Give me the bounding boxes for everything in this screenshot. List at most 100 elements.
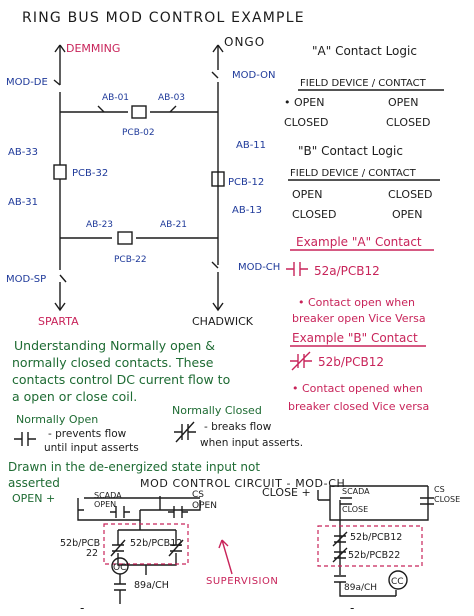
cs-open-label-1: CS [192, 490, 204, 500]
label-chadwick: CHADWICK [192, 315, 254, 328]
cs-close-label-1: CS [434, 485, 445, 494]
cs-open-contact [168, 506, 188, 518]
cs-close-contact [420, 497, 434, 505]
open-label: OPEN + [12, 492, 55, 505]
nc-contact-icon [174, 421, 196, 443]
legend-nc-title: Normally Closed [172, 404, 262, 417]
understanding-line-2: normally closed contacts. These [12, 355, 214, 370]
label-demming: DEMMING [66, 42, 120, 55]
a-row2-contact: CLOSED [386, 116, 430, 129]
label-ongo: ONGO [224, 35, 265, 49]
drawn-note-2: asserted [8, 476, 60, 490]
cs-close-label-2: CLOSE [434, 495, 460, 504]
legend-no-title: Normally Open [16, 413, 98, 426]
b-row2-contact: OPEN [392, 208, 422, 221]
label-mod-sp: MOD-SP [6, 274, 46, 285]
ring-bus-diagram: DEMMING ONGO MOD-DE MOD-ON AB-01 AB-03 P… [6, 35, 280, 328]
breaker-pcb12 [211, 171, 225, 187]
a-row1-device: • OPEN [284, 96, 324, 109]
label-mod-ch: MOD-CH [238, 262, 280, 273]
understanding-line-4: a open or close coil. [12, 389, 137, 404]
circuit-title: MOD CONTROL CIRCUIT - MOD-CH [140, 477, 345, 490]
example-b-note-1: • Contact opened when [292, 382, 423, 395]
supervision-label: SUPERVISION [206, 576, 278, 587]
label-mod-de: MOD-DE [6, 77, 48, 88]
b52-r2-label: 52b/PCB22 [348, 550, 400, 561]
arrow-up-icon [54, 44, 66, 53]
legend-no-desc-1: - prevents flow [48, 428, 127, 440]
breaker-pcb22 [117, 231, 133, 245]
b52-pcb12-r-contact [332, 531, 348, 547]
example-a-note-1: • Contact open when [298, 296, 415, 309]
page-title: RING BUS MOD CONTROL EXAMPLE [22, 10, 305, 26]
b52-pcb12-label: 52b/PCB12 [130, 538, 182, 549]
a89-label: 89a/CH [134, 580, 169, 591]
scada-open-label-1: SCADA [94, 491, 122, 500]
example-b-note-2: breaker closed Vice versa [288, 400, 429, 413]
open-wires [77, 496, 201, 521]
close-label: CLOSE + [262, 486, 311, 499]
label-ab33: AB-33 [8, 147, 38, 158]
control-circuit: MOD CONTROL CIRCUIT - MOD-CH OPEN + SCAD… [12, 477, 460, 615]
a89-r-label: 89a/CH [344, 583, 377, 593]
no-contact-icon [14, 432, 36, 446]
legend-nc-desc-1: - breaks flow [204, 421, 272, 433]
cc-label: CC [391, 577, 404, 587]
b-logic-title: "B" Contact Logic [298, 144, 403, 158]
supervision-arrow-icon [218, 539, 233, 575]
contact-legend: Normally Open - prevents flow until inpu… [14, 404, 303, 454]
b-logic-header: FIELD DEVICE / CONTACT [290, 168, 417, 179]
b-row1-contact: CLOSED [388, 188, 432, 201]
label-sparta: SPARTA [38, 315, 79, 328]
breaker-pcb02 [131, 105, 147, 119]
close-wires [317, 485, 429, 521]
example-a-note-2: breaker open Vice Versa [292, 312, 426, 325]
minus-right: - [350, 601, 354, 615]
label-ab03: AB-03 [158, 93, 185, 103]
b52-r1-label: 52b/PCB12 [350, 532, 402, 543]
disconnect-switch [97, 105, 177, 113]
arrow-down-icon [212, 302, 224, 312]
a-row1-contact: OPEN [388, 96, 418, 109]
contact-logic-panel: "A" Contact Logic FIELD DEVICE / CONTACT… [284, 44, 444, 413]
label-pcb32: PCB-32 [72, 168, 108, 179]
label-pcb12: PCB-12 [228, 177, 264, 188]
understanding-line-1: Understanding Normally open & [14, 338, 215, 353]
example-a-title: Example "A" Contact [296, 235, 422, 249]
label-ab13: AB-13 [232, 205, 262, 216]
example-a-label: 52a/PCB12 [314, 264, 380, 278]
mod-switch [59, 261, 219, 283]
supervision-box-left [103, 523, 189, 565]
example-b-label: 52b/PCB12 [318, 355, 384, 369]
legend-no-desc-2: until input asserts [44, 442, 139, 454]
b52-pcb22-label-1: 52b/PCB [60, 538, 100, 549]
contact-b-icon [290, 351, 312, 371]
b52-pcb22-contact [110, 539, 126, 557]
label-ab11: AB-11 [236, 140, 266, 151]
legend-nc-desc-2: when input asserts. [200, 437, 303, 449]
label-pcb02: PCB-02 [122, 128, 155, 138]
a-row2-device: CLOSED [284, 116, 328, 129]
b52-pcb22-r-contact [332, 547, 348, 563]
minus-left: - [80, 601, 84, 615]
a-logic-title: "A" Contact Logic [312, 44, 417, 58]
cs-open-label-2: OPEN [192, 501, 217, 511]
oc-label: OC [113, 563, 126, 573]
drawn-note-1: Drawn in the de-energized state input no… [8, 460, 260, 474]
label-ab21: AB-21 [160, 220, 187, 230]
understanding-line-3: contacts control DC current flow to [12, 372, 230, 387]
a-logic-header: FIELD DEVICE / CONTACT [300, 78, 427, 89]
arrow-down-icon [54, 302, 66, 312]
scada-close-label-2: CLOSE [342, 505, 368, 514]
mod-switch [211, 71, 219, 79]
label-ab01: AB-01 [102, 93, 129, 103]
label-ab31: AB-31 [8, 197, 38, 208]
b-row2-device: CLOSED [292, 208, 336, 221]
mod-switch [53, 79, 61, 86]
label-pcb22: PCB-22 [114, 255, 147, 265]
a89-r-contact [334, 575, 397, 597]
cc-coil-icon [388, 570, 408, 590]
a89-contact [114, 574, 126, 604]
parallel-wires [117, 520, 177, 575]
